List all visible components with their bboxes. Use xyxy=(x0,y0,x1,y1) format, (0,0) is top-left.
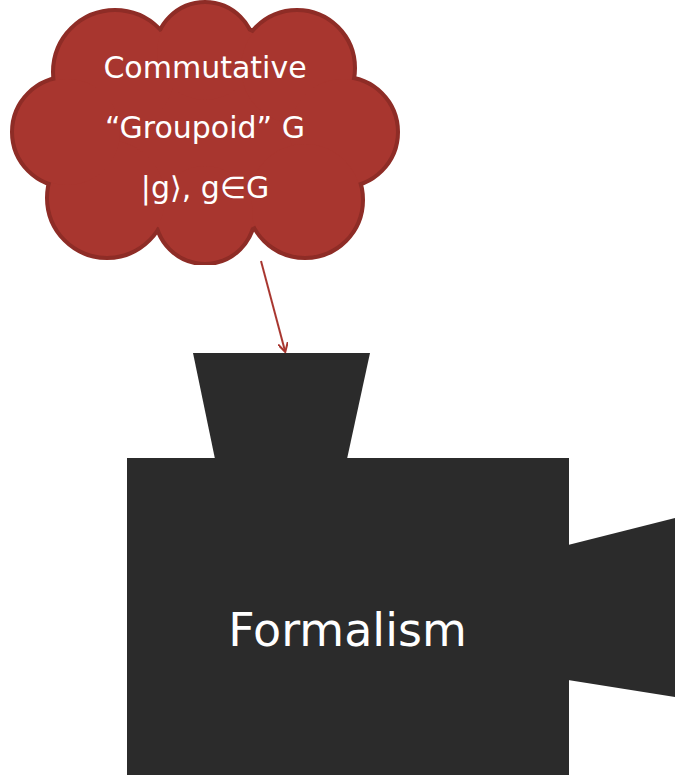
camera-hopper xyxy=(193,353,370,459)
camera-formalism: Formalism xyxy=(127,353,675,775)
arrow-connector xyxy=(261,261,285,351)
camera-lens xyxy=(568,518,675,697)
camera-body xyxy=(127,458,569,775)
camera-label: Formalism xyxy=(127,602,568,658)
thought-cloud: Commutative “Groupoid” G |g⟩, g∈G xyxy=(5,0,405,265)
cloud-fill xyxy=(14,79,120,185)
camera-shape xyxy=(127,353,675,775)
cloud-text: Commutative “Groupoid” G |g⟩, g∈G xyxy=(80,38,330,218)
